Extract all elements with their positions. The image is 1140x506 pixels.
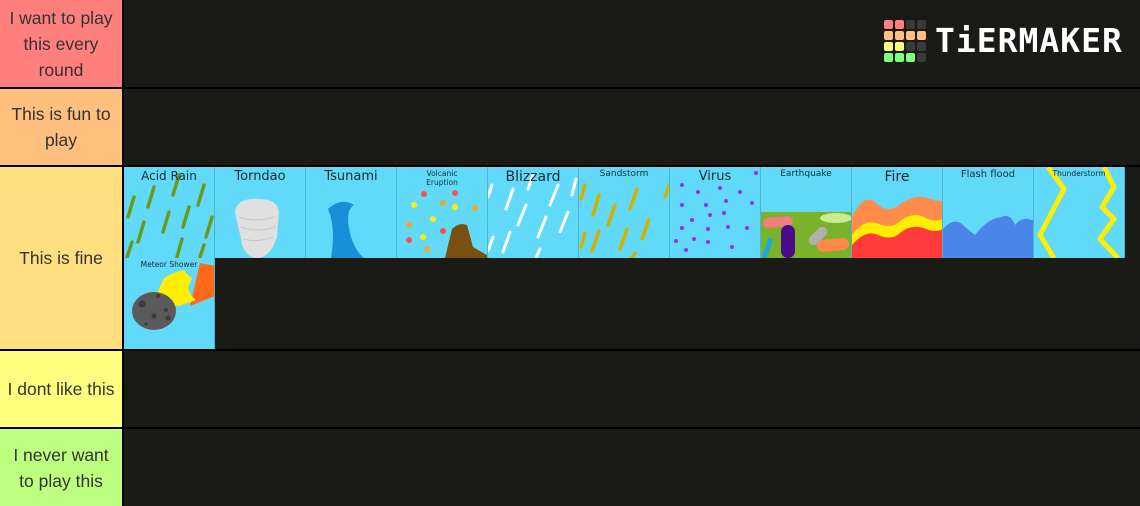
tile-sandstorm[interactable]: Sandstorm bbox=[579, 167, 670, 258]
tier-drop-zone[interactable] bbox=[124, 351, 1140, 427]
tile-title: Volcanic Eruption bbox=[397, 169, 487, 187]
logo-grid-icon bbox=[884, 20, 926, 62]
tile-thunderstorm[interactable]: Thunderstorm bbox=[1034, 167, 1125, 258]
tier-drop-zone[interactable]: Acid Rain Torndao Tsunami bbox=[124, 167, 1140, 349]
tile-virus[interactable]: Virus bbox=[670, 167, 761, 258]
tile-title: Meteor Shower bbox=[140, 260, 198, 269]
tile-title: Sandstorm bbox=[599, 169, 649, 179]
tier-label[interactable]: I want to play this every round bbox=[0, 0, 124, 87]
tier-row-d: I never want to play this bbox=[0, 429, 1140, 506]
tsunami-icon bbox=[328, 201, 364, 258]
tile-title-line: Volcanic bbox=[426, 169, 458, 178]
tiermaker-logo: TiERMAKER bbox=[884, 20, 1123, 62]
flash-flood-icon bbox=[943, 216, 1033, 258]
tier-drop-zone[interactable] bbox=[124, 429, 1140, 506]
tile-tornado[interactable]: Torndao bbox=[215, 167, 306, 258]
tier-label[interactable]: I never want to play this bbox=[0, 429, 124, 506]
tile-meteor-shower[interactable]: Meteor Shower bbox=[124, 258, 215, 349]
tier-drop-zone[interactable] bbox=[124, 89, 1140, 165]
tile-acid-rain[interactable]: Acid Rain bbox=[124, 167, 215, 258]
blizzard-icon bbox=[488, 173, 578, 258]
tile-title: Torndao bbox=[234, 169, 286, 184]
logo-text: TiERMAKER bbox=[935, 21, 1123, 60]
meteor-icon bbox=[132, 263, 214, 330]
volcano-icon bbox=[406, 190, 487, 258]
earthquake-icon bbox=[761, 212, 851, 258]
tile-blizzard[interactable]: Blizzard bbox=[488, 167, 579, 258]
tier-row-b: This is fine Acid Rain bbox=[0, 167, 1140, 349]
tile-fire[interactable]: Fire bbox=[852, 167, 943, 258]
tile-title: Acid Rain bbox=[141, 169, 197, 183]
sandstorm-icon bbox=[579, 183, 669, 258]
tier-label[interactable]: This is fine bbox=[0, 167, 124, 349]
tier-label[interactable]: I dont like this bbox=[0, 351, 124, 427]
fire-icon bbox=[852, 196, 942, 258]
tile-title-line: Eruption bbox=[426, 178, 458, 187]
tier-drop-zone[interactable] bbox=[124, 0, 1140, 87]
tile-title: Blizzard bbox=[505, 169, 561, 185]
virus-icon bbox=[674, 171, 758, 252]
tile-title: Thunderstorm bbox=[1052, 169, 1106, 178]
tier-row-a: This is fun to play bbox=[0, 89, 1140, 165]
tier-label[interactable]: This is fun to play bbox=[0, 89, 124, 165]
tornado-icon bbox=[235, 198, 279, 258]
thunderstorm-icon bbox=[1037, 167, 1120, 258]
acid-rain-icon bbox=[125, 173, 214, 258]
tile-flash-flood[interactable]: Flash flood bbox=[943, 167, 1034, 258]
tile-title: Flash flood bbox=[960, 169, 1016, 180]
tile-volcanic-eruption[interactable]: Volcanic Eruption bbox=[397, 167, 488, 258]
tile-tsunami[interactable]: Tsunami bbox=[306, 167, 397, 258]
tier-row-c: I dont like this bbox=[0, 351, 1140, 427]
tile-title: Earthquake bbox=[780, 169, 832, 179]
tier-row-s: I want to play this every round bbox=[0, 0, 1140, 87]
tile-title: Fire bbox=[884, 169, 910, 185]
tile-title: Tsunami bbox=[324, 169, 378, 184]
tile-earthquake[interactable]: Earthquake bbox=[761, 167, 852, 258]
tile-title: Virus bbox=[698, 169, 732, 184]
